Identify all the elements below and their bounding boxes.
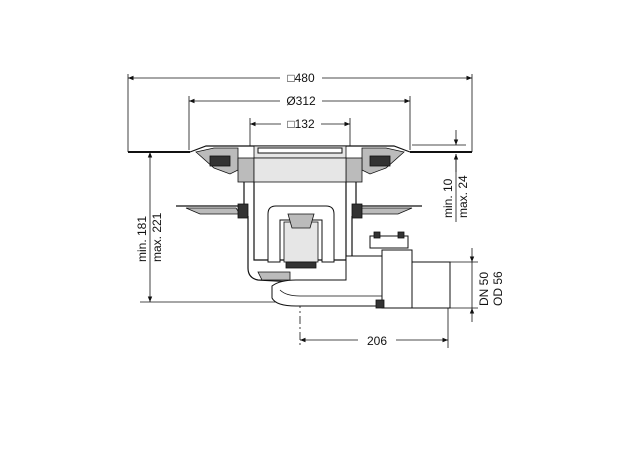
dim-left-max-label: max. 221: [150, 212, 164, 262]
dim-right-height: min. 10 max. 24: [412, 130, 470, 222]
dim-left-min-label: min. 181: [135, 216, 149, 262]
dim-top-width-label: □480: [287, 71, 315, 85]
dim-right-max-label: max. 24: [456, 175, 470, 218]
dim-outlet-od-label: OD 56: [491, 271, 505, 306]
dim-diameter-label: Ø312: [286, 94, 316, 108]
dim-diameter: Ø312: [188, 94, 411, 150]
dim-inner-square-label: □132: [287, 117, 315, 131]
dim-top-width: □480: [127, 71, 473, 152]
drain-assembly: [128, 145, 472, 309]
dim-outlet: DN 50 OD 56: [450, 248, 505, 322]
dim-horizontal-offset-label: 206: [367, 334, 387, 348]
dim-right-min-label: min. 10: [441, 178, 455, 218]
dim-outlet-dn-label: DN 50: [477, 272, 491, 306]
dim-inner-square: □132: [249, 117, 351, 146]
